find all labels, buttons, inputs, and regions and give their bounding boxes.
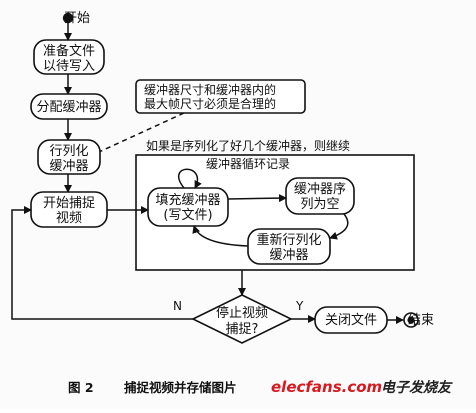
requeue-buffer-node [247,228,331,265]
allocate-buffer-label: 分配缓冲器 [36,100,101,115]
end-label: 结束 [408,313,434,328]
elecfans-watermark: elecfans.com [271,378,382,396]
stop-capture-decision [191,294,293,344]
start-label: 开始 [64,11,90,26]
buffer-loop-title: 缓冲器循环记录 [206,156,290,171]
caption-prefix: 捕捉视频并存储图片 [124,380,237,395]
buffer-queue-empty-line1: 缓冲器序 [294,182,346,197]
fill-buffer-node [147,187,229,227]
allocate-buffer-node [30,93,108,120]
fill-buffer-line1: 填充缓冲器 [155,192,220,208]
yes-branch-label: Y [295,299,304,313]
electronic-fans-watermark: 电子发烧友 [381,379,453,396]
figure-label: 图 2 [68,380,94,395]
arrow-empty-to-requeue [329,213,349,240]
buffer-size-note [135,79,306,114]
note-connector [98,112,185,153]
start-capture-line1: 开始捕捉 [43,195,95,211]
fill-buffer-line2: (写文件) [163,208,212,223]
buffer-size-note-line1: 缓冲器尺寸和缓冲器内的 [144,82,276,97]
stop-capture-line2: 捕捉? [226,321,259,337]
requeue-buffer-line2: 缓冲器 [269,248,308,263]
prepare-file-node [33,39,105,75]
queue-buffer-node [37,139,101,175]
queue-buffer-line2: 缓冲器 [49,159,88,174]
no-branch-back-arrow [11,206,193,320]
start-capture-line2: 视频 [56,211,82,226]
fill-self-loop-arrow [177,168,202,189]
requeue-buffer-line1: 重新行列化 [256,232,321,248]
loop-hint-label: 如果是序列化了好几个缓冲器，则继续 [146,138,350,153]
queue-buffer-line1: 行列化 [49,144,88,159]
prepare-file-line2: 以待写入 [43,59,95,74]
stop-capture-line1: 停止视频 [216,305,268,321]
prepare-file-line1: 准备文件 [43,43,95,59]
start-node-icon [62,12,74,24]
arrow-fill-to-empty [227,194,287,203]
arrow-requeue-to-fill [192,225,249,247]
buffer-size-note-line2: 最大帧尺寸必须是合理的 [144,96,276,111]
end-node-inner-icon [407,316,415,324]
close-file-label: 关闭文件 [325,313,377,328]
no-branch-label: N [173,299,182,313]
buffer-queue-empty-line2: 列为空 [300,197,339,212]
